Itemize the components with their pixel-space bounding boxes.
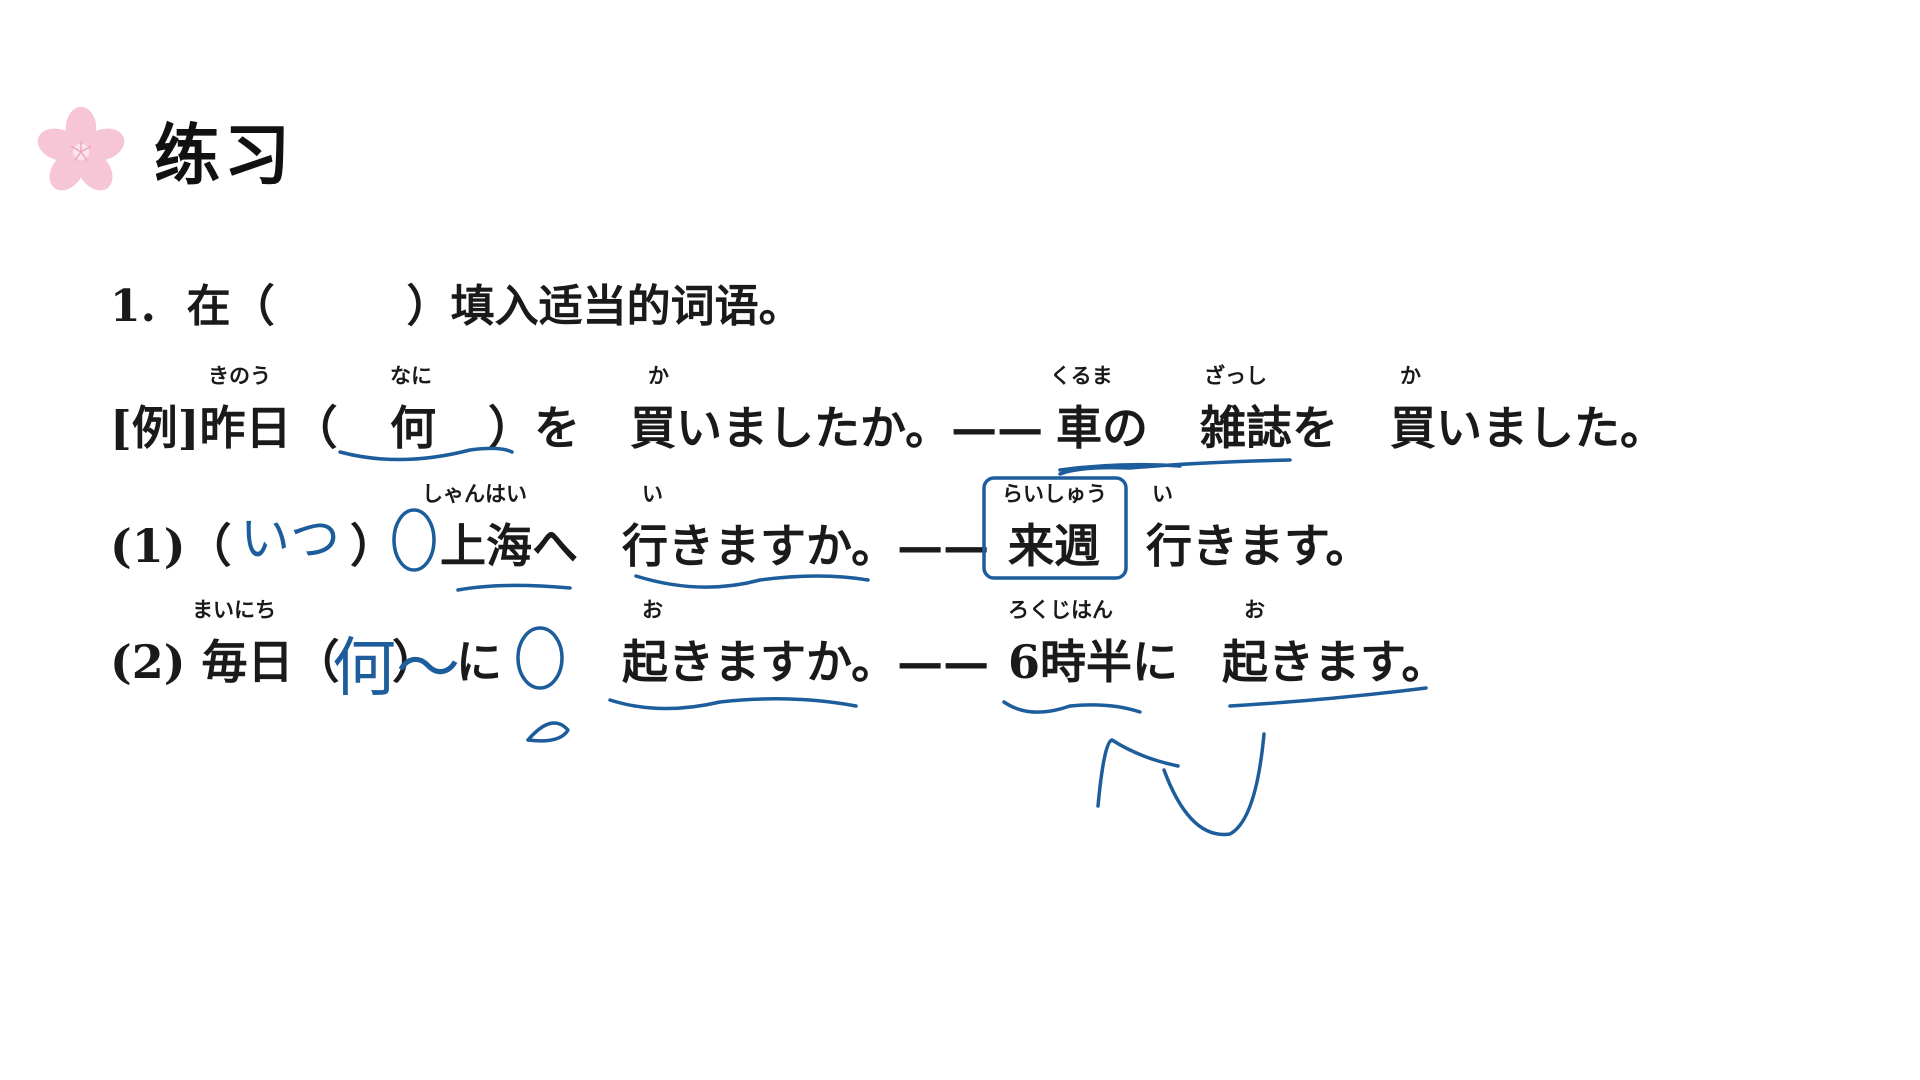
ruby-kinou: きのう [208,364,271,388]
ruby-i-2: い [1152,482,1173,506]
instruction-text: 1. 在（ ）填入适当的词语。 [110,281,803,332]
q2-verb-2: 起きます。 [1222,635,1448,689]
example-verb-1: 買いましたか。—— [630,401,1044,455]
example-verb-2: 買いました。 [1390,401,1666,455]
example-label: [例]昨日（ [110,401,338,455]
ruby-ka-2: か [1400,364,1421,388]
title-block: 练习 [36,100,294,200]
q1-verb-2: 行きます。 [1146,519,1372,573]
q2-label: (2) 毎日（ [110,635,340,689]
ruby-nani: なに [390,364,432,388]
ruby-raishuu: らいしゅう [1002,482,1107,506]
q2-close: ） [392,635,438,689]
q1-place: 上海へ [440,519,578,573]
ruby-rokujihan: ろくじはん [1008,598,1113,622]
example-line: きのう [例]昨日（ なに 何 ）を か 買いましたか。—— くるま 車の ざっ… [110,360,1870,480]
ruby-o-1: お [642,598,663,622]
ruby-shanhai: しゃんはい [422,482,527,506]
ruby-i-1: い [642,482,663,506]
sakura-icon [37,106,125,191]
example-zasshi: 雑誌を [1200,401,1338,455]
question-1-line: (1)（ ） しゃんはい 上海へ い 行きますか。—— らいしゅう 来週 い 行… [110,478,1870,598]
page-title: 练习 [154,117,294,194]
ruby-zasshi: ざっし [1204,364,1267,388]
example-kuruma: 車の [1056,401,1148,455]
q1-label: (1)（ [110,519,232,573]
q1-close: ） [350,519,396,573]
q1-time: 来週 [1008,519,1100,573]
check-q2-particle [526,721,570,743]
example-close: ）を [488,401,580,455]
q2-time: 6時半に [1008,635,1179,689]
q2-verb-1: 起きますか。—— [622,635,990,689]
q2-particle: に [456,635,502,689]
ruby-o-2: お [1244,598,1265,622]
question-2-line: まいにち (2) 毎日（ ） に お 起きますか。—— ろくじはん 6時半に お… [110,594,1870,714]
ruby-ka-1: か [648,364,669,388]
ruby-kuruma: くるま [1050,364,1113,388]
q1-verb-1: 行きますか。—— [622,519,990,573]
intonation-mark [1096,732,1266,837]
ruby-mainichi: まいにち [192,598,276,622]
example-answer: 何 [390,401,436,455]
